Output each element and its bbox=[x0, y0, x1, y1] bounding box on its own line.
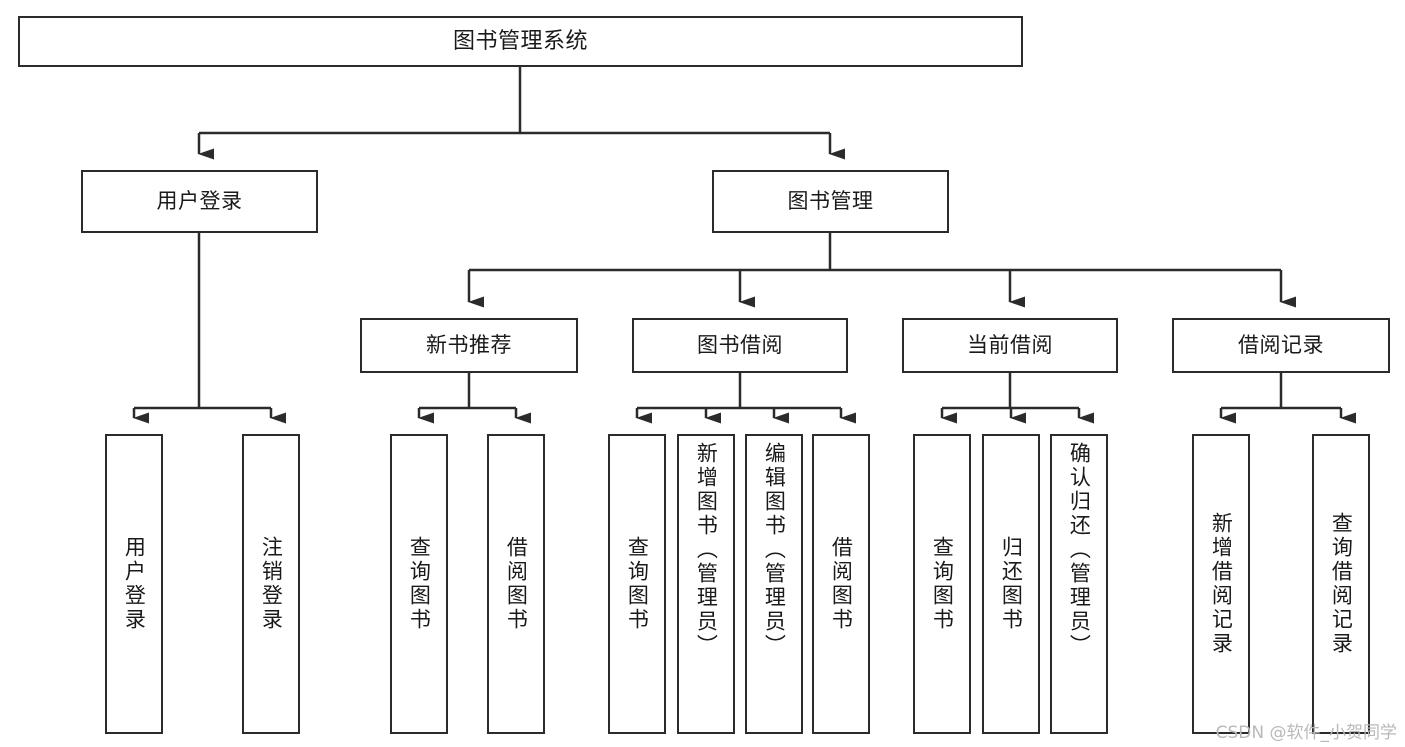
node-book-management[interactable]: 图书管理 bbox=[712, 170, 949, 233]
node-leaf-add-borrow-record[interactable]: 新增借阅记录 bbox=[1192, 434, 1250, 734]
leaf-label: 用户登录 bbox=[122, 536, 147, 632]
node-leaf-edit-book-admin[interactable]: 编辑图书（管理员） bbox=[745, 434, 803, 734]
node-leaf-borrow-book[interactable]: 借阅图书 bbox=[812, 434, 870, 734]
wire-bookmanagement-to-level3 bbox=[467, 233, 1296, 308]
node-leaf-confirm-return-admin[interactable]: 确认归还（管理员） bbox=[1050, 434, 1108, 734]
wire-bookborrow-to-leaves bbox=[635, 373, 856, 424]
leaf-label: 借阅图书 bbox=[504, 536, 529, 632]
node-book-management-system[interactable]: 图书管理系统 bbox=[18, 16, 1023, 67]
node-user-login[interactable]: 用户登录 bbox=[81, 170, 318, 233]
leaf-label: 查询图书 bbox=[407, 536, 432, 632]
leaf-label: 查询图书 bbox=[625, 536, 650, 632]
node-leaf-query-book-borrow[interactable]: 查询图书 bbox=[608, 434, 666, 734]
wire-root-to-level2 bbox=[197, 67, 845, 160]
leaf-label: 新增图书（管理员） bbox=[694, 442, 719, 658]
node-leaf-query-book-recommend[interactable]: 查询图书 bbox=[390, 434, 448, 734]
node-borrow-records[interactable]: 借阅记录 bbox=[1172, 318, 1390, 373]
node-new-book-recommend[interactable]: 新书推荐 bbox=[360, 318, 578, 373]
leaf-label: 查询借阅记录 bbox=[1329, 512, 1354, 656]
node-current-borrow[interactable]: 当前借阅 bbox=[902, 318, 1118, 373]
node-leaf-logout[interactable]: 注销登录 bbox=[242, 434, 300, 734]
node-leaf-add-book-admin[interactable]: 新增图书（管理员） bbox=[677, 434, 735, 734]
wire-currentborrow-to-leaves bbox=[940, 373, 1094, 424]
leaf-label: 确认归还（管理员） bbox=[1067, 442, 1092, 658]
node-leaf-borrow-book-recommend[interactable]: 借阅图书 bbox=[487, 434, 545, 734]
leaf-label: 编辑图书（管理员） bbox=[762, 442, 787, 658]
wire-newbook-to-leaves bbox=[417, 373, 531, 424]
leaf-label: 注销登录 bbox=[259, 536, 284, 632]
node-book-borrow[interactable]: 图书借阅 bbox=[632, 318, 848, 373]
leaf-label: 新增借阅记录 bbox=[1209, 512, 1234, 656]
leaf-label: 借阅图书 bbox=[829, 536, 854, 632]
watermark-text: CSDN @软件_小贺同学 bbox=[1215, 723, 1397, 743]
wire-userlogin-to-leaves bbox=[132, 233, 286, 424]
node-leaf-query-borrow-record[interactable]: 查询借阅记录 bbox=[1312, 434, 1370, 734]
node-leaf-return-book[interactable]: 归还图书 bbox=[982, 434, 1040, 734]
leaf-label: 查询图书 bbox=[930, 536, 955, 632]
node-leaf-user-login[interactable]: 用户登录 bbox=[105, 434, 163, 734]
wire-borrowrecords-to-leaves bbox=[1219, 373, 1356, 424]
node-leaf-query-book-current[interactable]: 查询图书 bbox=[913, 434, 971, 734]
leaf-label: 归还图书 bbox=[999, 536, 1024, 632]
